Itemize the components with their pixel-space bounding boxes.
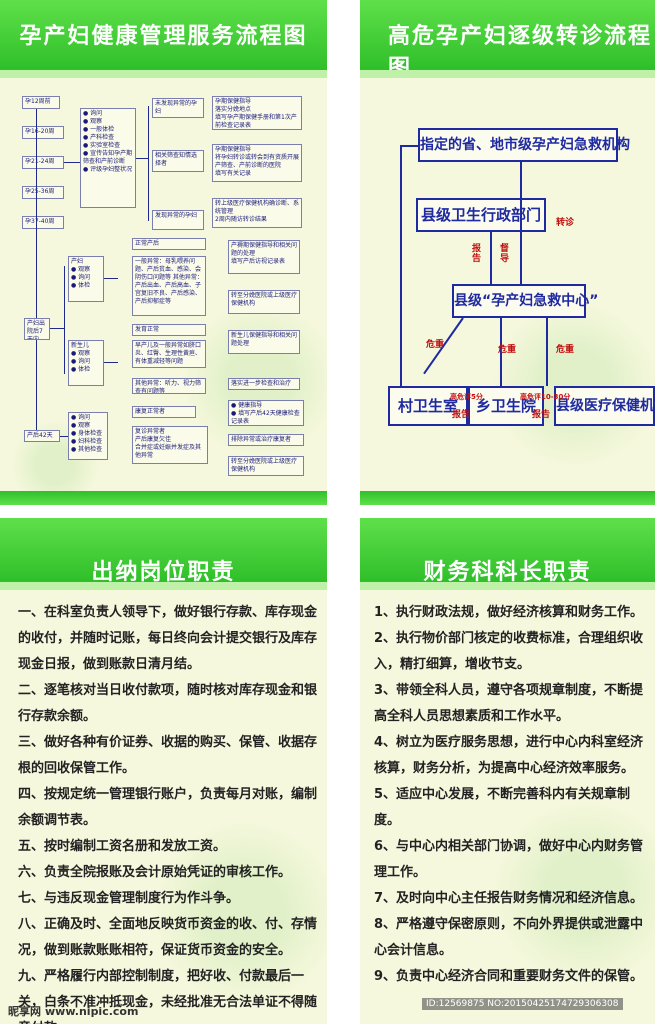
recovery-normal: 康复正常者 [132,406,196,418]
mother-action: 产褥期保健指导和相关问题的处理 填写产后访视记录表 [228,240,300,274]
duty-item: 5、适应中心发展，不断完善科内有关规章制度。 [374,787,631,828]
duty-item: 九、严格履行内部控制制度，把好收、付款最后一关，白条不准冲抵现金，未经批准无合法… [18,969,318,1024]
birth-box: 产妇出院后7天内 [24,318,50,340]
panel-finance-chief-duties: 财务科科长职责 1、执行财政法规，做好经济核算和财务工作。 2、执行物价部门核定… [360,518,655,1024]
watermark: ID:12569875 NO:20150425174729306308 [422,998,623,1010]
baby-box: 新生儿 ● 观察 ● 询问 ● 体检 [68,340,104,386]
duty-item: 七、与违反现金管理制度行为作斗争。 [18,891,240,906]
recovery-abnormal: 复诊异常者 产后康复欠佳 合并症或妊娠并发症及其他异常 [132,426,208,464]
duty-item: 8、严格遵守保密原则，不向外界提供或泄露中心会计信息。 [374,917,644,958]
panel-referral-flow: 高危孕产妇逐级转诊流程图 指定的省、地市级孕产妇急救机构 县级卫生行政部门 县级… [360,0,655,505]
recovery-recheck: 排除异常或治疗康复者 [228,434,304,446]
flower-decoration [490,798,655,988]
duty-item: 八、正确及时、全面地反映货币资金的收、付、存情况，做到账款账账相符，保证货币资金… [18,917,318,958]
label-high-risk: 高危评5分 [450,393,483,401]
week-box: 孕12周前 [22,96,60,109]
panel-header: 出纳岗位职责 [0,518,327,585]
label-critical: 危重 [426,340,445,350]
week-box: 孕25-36周 [22,186,64,199]
county-emergency-center-box: 县级“孕产妇急救中心” [452,284,598,318]
mother-normal: 正常产后 [132,238,206,250]
panel-header: 孕产妇健康管理服务流程图 [0,0,327,70]
town-hospital-box: 乡卫生院 [468,386,544,426]
duty-item: 7、及时向中心主任报告财务情况和经济信息。 [374,891,644,906]
duty-item: 9、负责中心经济合同和重要财务文件的保管。 [374,969,644,984]
label-supervise: 督 导 [500,244,510,264]
panel-header: 高危孕产妇逐级转诊流程图 [360,0,655,81]
label-report: 报 告 [472,244,482,264]
duty-item: 四、按规定统一管理银行账户，负责每月对账，编制余额调节表。 [18,787,318,828]
mother-transfer: 转至分娩医院或上级医疗保健机构 [228,290,300,314]
flower-decoration [490,300,655,470]
village-clinic-box: 村卫生室 [388,386,468,426]
panel-header: 财务科科长职责 [360,518,655,585]
duty-item: 3、带领全科人员，遵守各项规章制度，不断提高全科人员思想素质和工作水平。 [374,683,644,724]
duty-item: 4、树立为医疗服务思想，进行中心内科室经济核算，财务分析，为提高中心经济效率服务… [374,735,644,776]
panel-title: 出纳岗位职责 [91,560,236,585]
label-report: 报告 [532,410,551,420]
county-health-box: 县级医疗保健机构 [554,386,655,426]
baby-action: 新生儿保健指导和相关问题处理 [228,330,300,354]
duty-item: 6、与中心内相关部门协调，做好中心内财务管理工作。 [374,839,644,880]
recovery-transfer: 转至分娩医院或上级医疗保健机构 [228,456,304,476]
duty-item: 1、执行财政法规，做好经济核算和财务工作。 [374,605,644,620]
label-report: 报告 [452,410,471,420]
mother-abnormal: 一般异常：母乳喂养问题、产后贫血、感染、会阴伤口问题等 其他异常：产后出血、产后… [132,256,206,316]
result-box: 未发现异常的孕妇 [152,98,204,118]
mother-box: 产妇 ● 观察 ● 询问 ● 体检 [68,256,104,302]
panel-cashier-duties: 出纳岗位职责 一、在科室负责人领导下，做好银行存款、库存现金的收付，并随时记账，… [0,518,327,1024]
baby-normal: 发育正常 [132,324,206,336]
chief-duty-list: 1、执行财政法规，做好经济核算和财务工作。 2、执行物价部门核定的收费标准，合理… [374,600,645,990]
duty-item: 三、做好各种有价证券、收据的购买、保管、收据存根的回收保管工作。 [18,735,318,776]
week-box: 孕21-24周 [22,156,64,169]
duty-item: 2、执行物价部门核定的收费标准，合理组织收入，精打细算，增收节支。 [374,631,644,672]
panel-title: 财务科科长职责 [423,560,592,585]
result-action: 转上级医疗保健机构确诊断、系统管理 2周内随访转诊结果 [212,198,302,228]
result-box: 相关筛查知情选择者 [152,150,204,172]
week-box: 孕16-20周 [22,126,64,139]
label-high-risk: 高危评10-30分 [520,393,571,401]
recovery-normal-action: ● 健康指导 ● 填写产后42天健康检查记录表 ● 结案 [228,400,304,426]
baby-other: 其他异常：听力、视力筛查有问题等 [132,378,206,394]
provincial-center-box: 指定的省、地市级孕产妇急救机构 [418,128,630,162]
result-action: 孕期保健指导 将孕妇转诊或转会到有资质开展产筛查、产前诊断的医院 填写有关记录 [212,144,302,182]
day42-box: 产后42天 [24,430,60,442]
duty-item: 六、负责全院报账及会计原始凭证的审核工作。 [18,865,292,880]
cashier-duty-list: 一、在科室负责人领导下，做好银行存款、库存现金的收付，并随时记账，每日终向会计提… [18,600,317,1024]
panel-title: 孕产妇健康管理服务流程图 [19,24,308,49]
duty-item: 二、逐笔核对当日收付款项，随时核对库存现金和银行存款余额。 [18,683,318,724]
check-items: ● 询问 ● 观察 ● 一般体检 ● 产科检查 ● 实验室检查 ● 宣传告知孕产… [80,108,136,208]
baby-other-action: 落实进一步检查和治疗 [228,378,300,390]
day42-checks: ● 询问 ● 观察 ● 身体检查 ● 妇科检查 ● 其他检查 [68,412,108,460]
label-transfer: 转诊 [556,218,575,228]
county-admin-box: 县级卫生行政部门 [416,198,546,232]
flower-decoration [150,818,327,1008]
week-box: 孕37-40周 [22,216,64,229]
baby-abnormal: 早产儿及一般异常如脐口炎、红臀、生理性黄疸、有体重减轻等问题 [132,340,206,368]
label-critical: 危重 [556,345,575,355]
duty-item: 一、在科室负责人领导下，做好银行存款、库存现金的收付，并随时记账，每日终向会计提… [18,605,318,672]
result-action: 孕期保健指导 落实分娩地点 填写孕产期保健手册和第1次产前检查记录表 [212,96,302,130]
duty-item: 五、按时编制工资名册和发放工资。 [18,839,227,854]
label-critical: 危重 [498,345,517,355]
result-box: 发现异常的孕妇 [152,210,204,230]
panel-maternal-flow: 孕产妇健康管理服务流程图 孕12周前 孕16-20周 孕21-24周 孕25-3… [0,0,327,505]
